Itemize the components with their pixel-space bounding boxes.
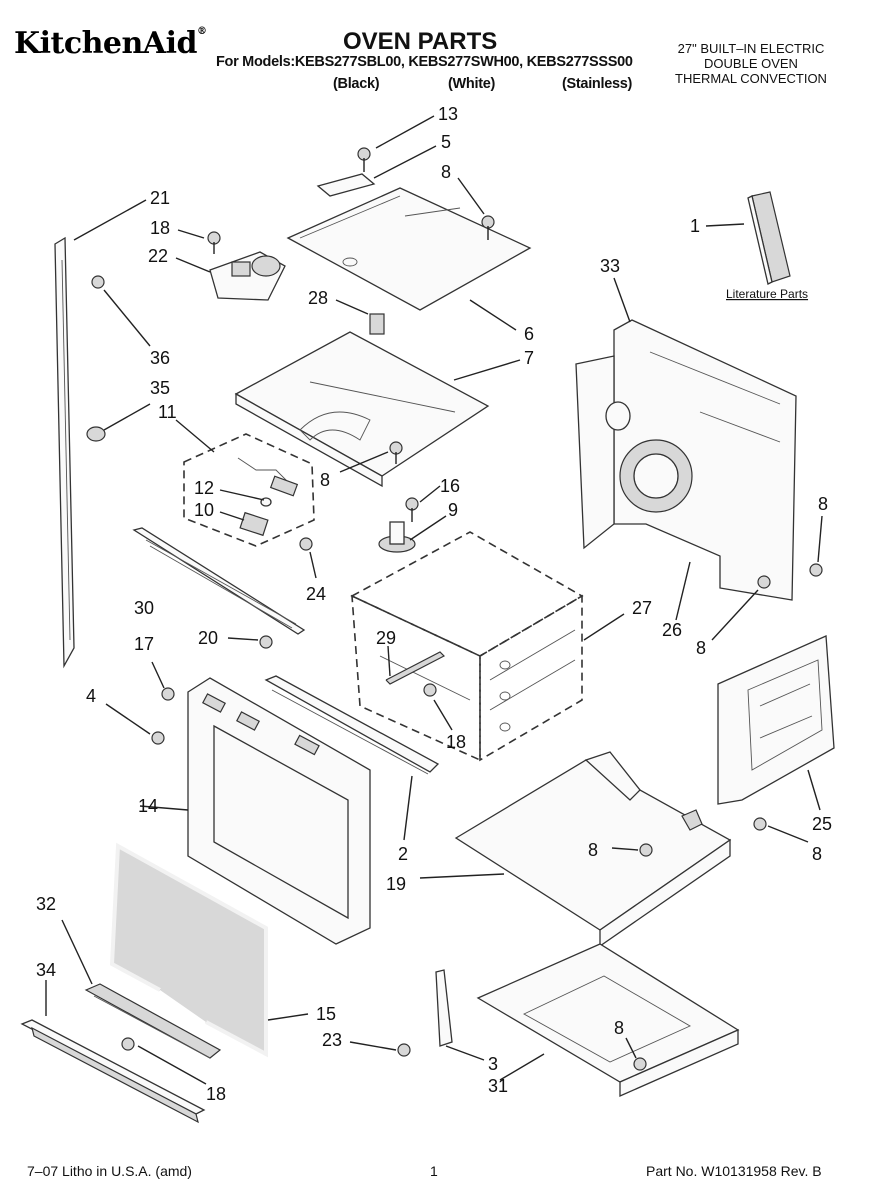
models-line: For Models:KEBS277SBL00, KEBS277SWH00, K… bbox=[216, 54, 633, 70]
door-gasket bbox=[109, 842, 268, 1058]
callout-22: 22 bbox=[148, 246, 168, 266]
back-panel bbox=[575, 319, 797, 601]
bottom-tray bbox=[476, 943, 740, 1097]
callout-18b: 18 bbox=[446, 732, 466, 752]
callout-8g: 8 bbox=[614, 1018, 624, 1038]
front-frame bbox=[187, 677, 371, 945]
callout-19: 19 bbox=[386, 874, 406, 894]
side-rail bbox=[54, 236, 75, 669]
callout-24: 24 bbox=[306, 584, 326, 604]
vent-strip bbox=[132, 527, 306, 635]
callout-8: 8 bbox=[441, 162, 451, 182]
callout-4: 4 bbox=[86, 686, 96, 706]
fan-motor bbox=[209, 251, 286, 301]
callout-29: 29 bbox=[376, 628, 396, 648]
spec-line-2: DOUBLE OVEN bbox=[704, 56, 798, 71]
footer-part-number: Part No. W10131958 Rev. B bbox=[646, 1163, 822, 1179]
insulation-strip bbox=[84, 983, 222, 1059]
bottom-panel bbox=[454, 751, 732, 948]
callout-9: 9 bbox=[448, 500, 458, 520]
oven-top-panel bbox=[234, 331, 490, 488]
callout-18: 18 bbox=[150, 218, 170, 238]
callout-13: 13 bbox=[438, 104, 458, 124]
vent-bracket bbox=[316, 173, 376, 197]
footer-litho: 7–07 Litho in U.S.A. (amd) bbox=[27, 1163, 192, 1179]
finish-black: (Black) bbox=[333, 76, 380, 92]
door-switch bbox=[369, 313, 385, 335]
thermostat bbox=[378, 521, 416, 553]
callout-8c: 8 bbox=[818, 494, 828, 514]
callout-21: 21 bbox=[150, 188, 170, 208]
callout-35: 35 bbox=[150, 378, 170, 398]
callout-8b: 8 bbox=[320, 470, 330, 490]
callout-33: 33 bbox=[600, 256, 620, 276]
callout-34: 34 bbox=[36, 960, 56, 980]
hinge-bracket bbox=[435, 969, 453, 1047]
callout-8d: 8 bbox=[696, 638, 706, 658]
oven-sensor bbox=[385, 651, 446, 685]
callout-2: 2 bbox=[398, 844, 408, 864]
callout-labels: 13 5 8 21 18 22 28 6 7 1 33 36 35 11 12 … bbox=[36, 104, 832, 1104]
trim-strip bbox=[264, 675, 440, 775]
callout-28: 28 bbox=[308, 288, 328, 308]
oven-cavity bbox=[350, 531, 584, 762]
door-vent bbox=[20, 1019, 206, 1124]
callout-18c: 18 bbox=[206, 1084, 226, 1104]
callout-8e: 8 bbox=[812, 844, 822, 864]
callout-10: 10 bbox=[194, 500, 214, 520]
callout-23: 23 bbox=[322, 1030, 342, 1050]
callout-8f: 8 bbox=[588, 840, 598, 860]
callout-5: 5 bbox=[441, 132, 451, 152]
callout-32: 32 bbox=[36, 894, 56, 914]
literature-label: Literature Parts bbox=[726, 287, 808, 301]
callout-11: 11 bbox=[158, 402, 177, 422]
side-panel bbox=[717, 635, 835, 805]
finish-white: (White) bbox=[448, 76, 496, 92]
callout-16: 16 bbox=[440, 476, 460, 496]
callout-17: 17 bbox=[134, 634, 154, 654]
callout-15: 15 bbox=[316, 1004, 336, 1024]
callout-1: 1 bbox=[690, 216, 700, 236]
callout-3: 3 bbox=[488, 1054, 498, 1074]
footer-page-number: 1 bbox=[430, 1163, 438, 1179]
callout-26: 26 bbox=[662, 620, 682, 640]
screws bbox=[91, 147, 823, 1071]
callout-14: 14 bbox=[138, 796, 158, 816]
brand-logo: KitchenAid® bbox=[14, 26, 207, 61]
spec-line-3: THERMAL CONVECTION bbox=[675, 71, 827, 86]
callout-31: 31 bbox=[488, 1076, 508, 1096]
finish-stainless: (Stainless) bbox=[562, 76, 633, 92]
callout-36: 36 bbox=[150, 348, 170, 368]
literature-parts: Literature Parts bbox=[726, 191, 808, 301]
callout-20: 20 bbox=[198, 628, 218, 648]
callout-6: 6 bbox=[524, 324, 534, 344]
callout-12: 12 bbox=[194, 478, 214, 498]
grommet bbox=[86, 426, 106, 442]
light-assembly-box bbox=[183, 433, 315, 547]
page-title: OVEN PARTS bbox=[343, 28, 498, 55]
leader-lines bbox=[45, 115, 823, 1085]
spec-line-1: 27" BUILT–IN ELECTRIC bbox=[677, 41, 825, 56]
callout-25: 25 bbox=[812, 814, 832, 834]
callout-30: 30 bbox=[134, 598, 154, 618]
callout-7: 7 bbox=[524, 348, 534, 368]
top-panel bbox=[286, 187, 532, 311]
callout-27: 27 bbox=[632, 598, 652, 618]
